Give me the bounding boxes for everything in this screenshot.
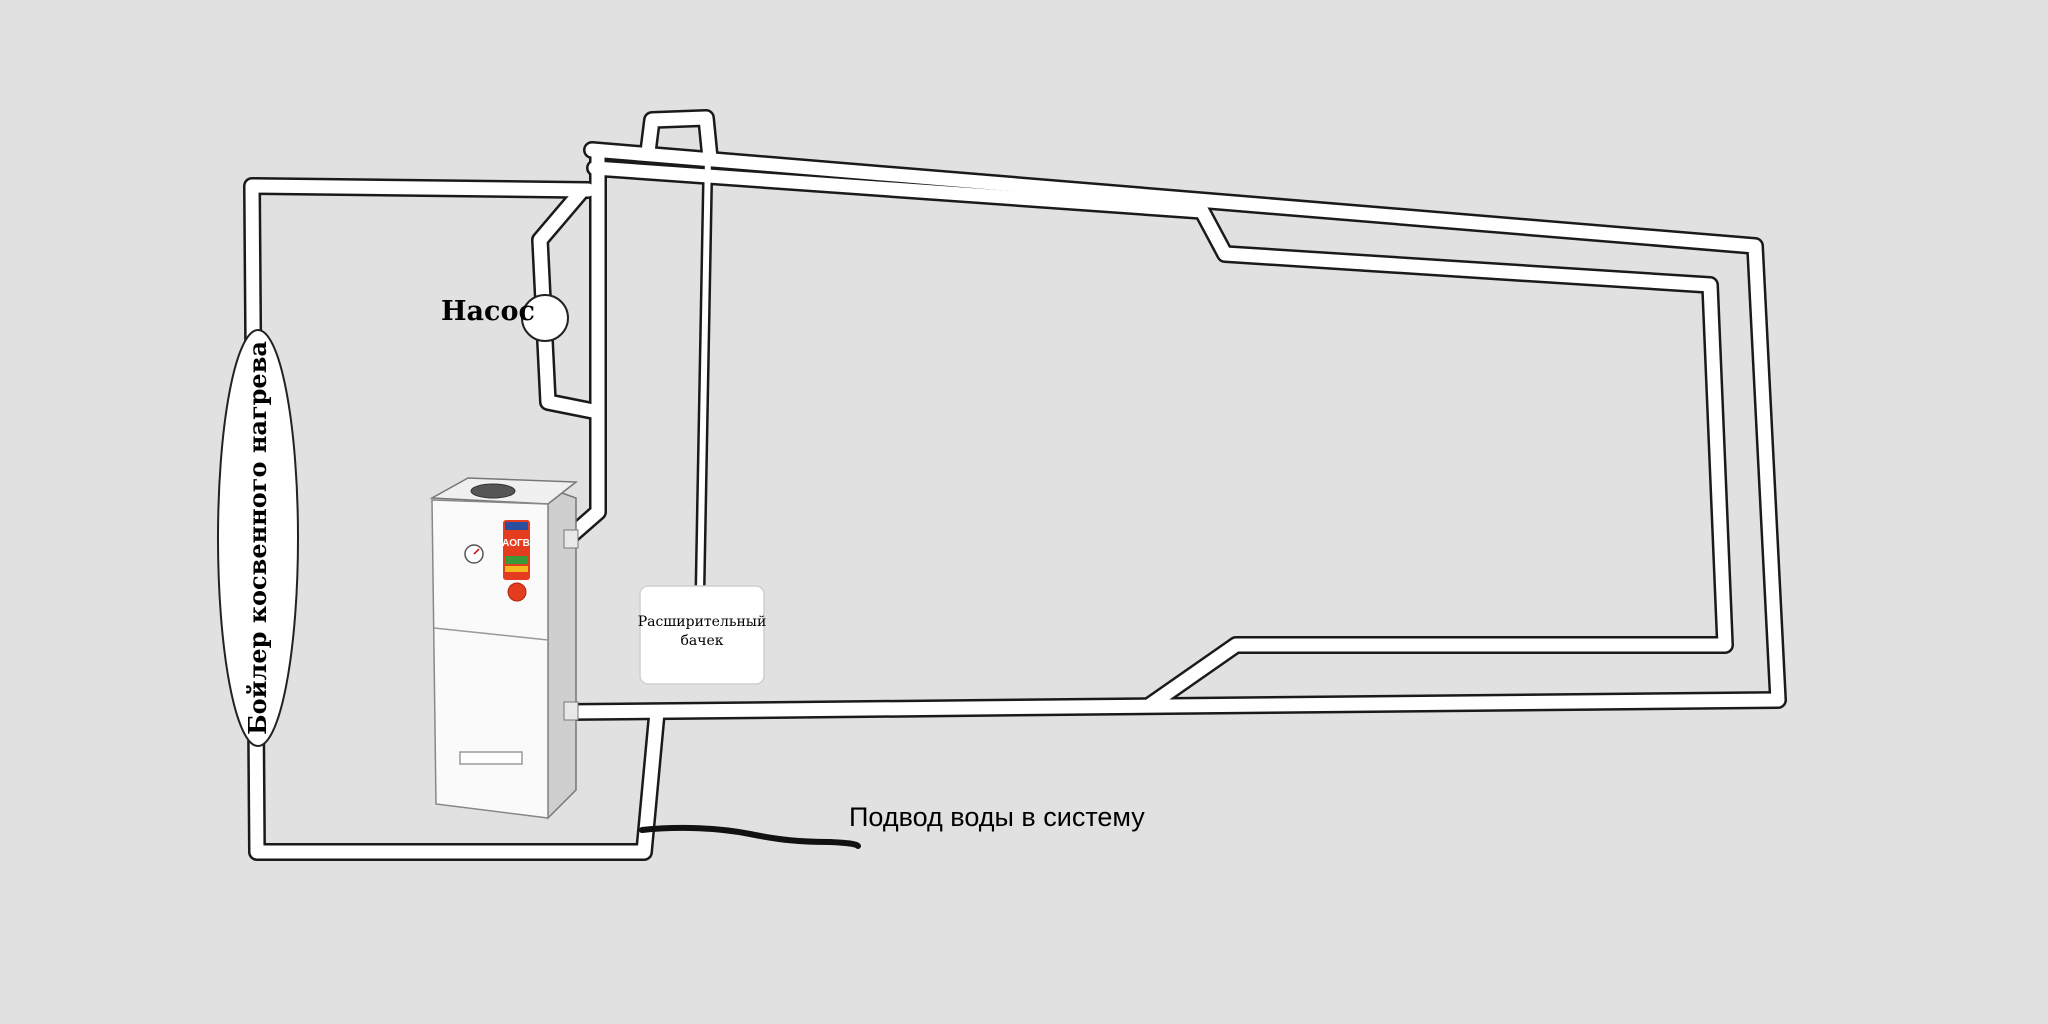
pipes (245, 111, 1785, 859)
indirect-boiler[interactable]: Бойлер косвенного нагрева (217, 329, 299, 747)
boiler-brand-label: АОГВ (502, 538, 530, 549)
expansion-tank[interactable]: Расширительный бачек (638, 585, 767, 685)
boiler-door-split (433, 627, 549, 641)
boiler-inlet-fitting (563, 701, 579, 721)
expansion-tank-line (697, 153, 711, 593)
pump-icon (521, 294, 569, 342)
sticker-band-top (505, 522, 528, 530)
pump-label: Насос (441, 296, 535, 327)
gauge-needle (473, 548, 480, 555)
indirect-boiler-label: Бойлер косвенного нагрева (243, 341, 272, 735)
expansion-tank-label-line1: Расширительный (638, 614, 767, 630)
boiler-front (431, 499, 549, 819)
top-loop (641, 111, 717, 165)
water-supply-label: Подвод воды в систему (849, 802, 1145, 832)
expansion-tank-box (639, 585, 765, 685)
sticker-band-low (505, 566, 528, 572)
boiler-sticker (503, 520, 530, 580)
inner-radiator-loop (588, 161, 1732, 712)
expansion-tank-label-line2: бачек (680, 633, 723, 649)
indirect-boiler-loop (245, 179, 664, 859)
gas-boiler[interactable]: АОГВ (429, 477, 579, 820)
boiler-badge-icon (507, 582, 527, 602)
outer-radiator-loop (561, 143, 1785, 719)
boiler-outlet-fitting (563, 529, 579, 549)
indirect-boiler-icon (217, 329, 299, 747)
boiler-vent (459, 751, 523, 765)
sticker-band-mid (505, 556, 528, 564)
water-supply-line (639, 824, 861, 849)
pump[interactable] (521, 294, 569, 342)
boiler-flue-icon (470, 483, 516, 499)
